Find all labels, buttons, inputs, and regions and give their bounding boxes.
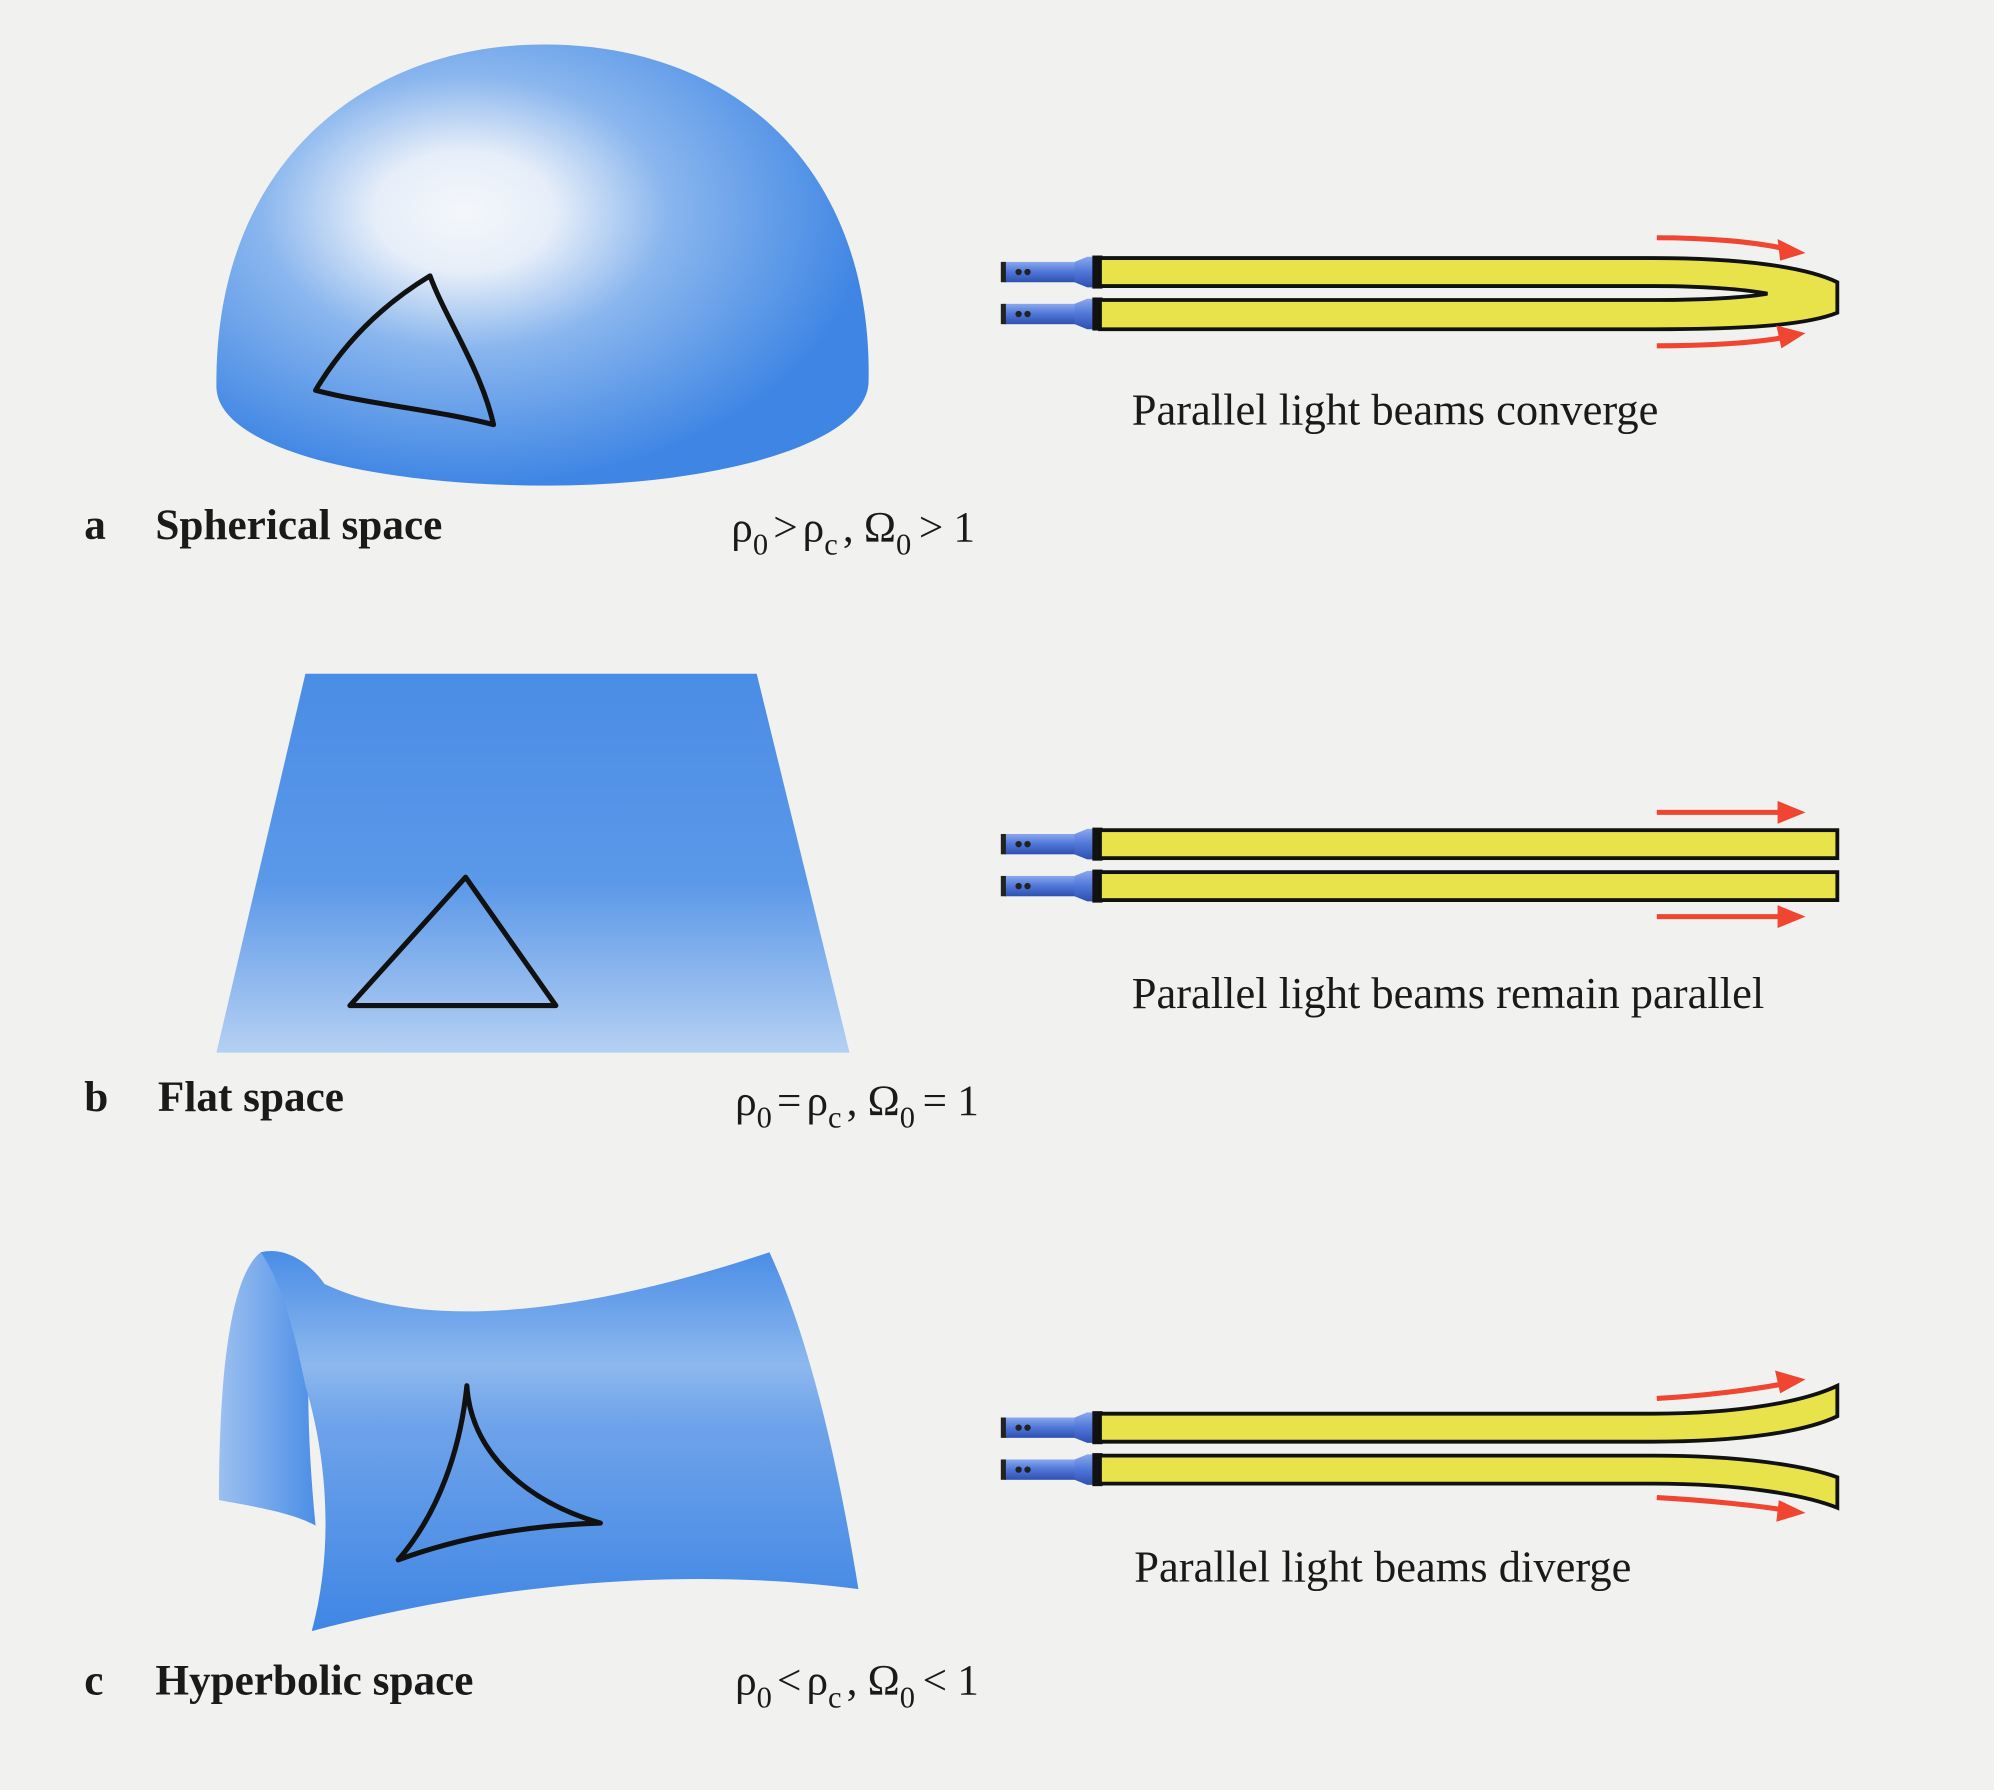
panel-hyperbolic: Parallel light beams diverge c Hyperboli… xyxy=(84,1250,1840,1715)
panel-title: Spherical space xyxy=(155,501,442,549)
flashlight-icon xyxy=(1000,827,1103,861)
arrowhead-icon xyxy=(1775,1370,1806,1394)
arrowhead-icon xyxy=(1777,239,1806,261)
flashlight-icon xyxy=(1000,1453,1103,1487)
panel-flat: Parallel light beams remain parallel b F… xyxy=(84,673,1840,1135)
panel-letter: b xyxy=(84,1073,108,1121)
panel-title: Flat space xyxy=(158,1073,344,1121)
flat-surface xyxy=(216,673,850,1053)
density-formula: ρ0<ρc,Ω0<1 xyxy=(735,1657,979,1715)
panel-title: Hyperbolic space xyxy=(155,1657,473,1705)
caption: Parallel light beams remain parallel xyxy=(1132,968,1764,1018)
arrow-icon xyxy=(1656,1380,1787,1401)
sphere-surface xyxy=(216,44,869,486)
light-beam-converging xyxy=(1098,256,1840,332)
panel-spherical: Parallel light beams converge a Spherica… xyxy=(84,44,1840,562)
arrow-icon xyxy=(1656,334,1787,349)
hyperbolic-triangle xyxy=(395,1383,603,1563)
spherical-triangle xyxy=(313,273,497,428)
arrowhead-icon xyxy=(1777,905,1806,929)
density-formula: ρ0>ρc,Ω0>1 xyxy=(731,504,975,562)
panel-letter: c xyxy=(84,1657,103,1705)
arrowhead-icon xyxy=(1776,1500,1806,1522)
light-beam xyxy=(1098,828,1840,861)
arrowhead-icon xyxy=(1776,325,1806,349)
light-beam-diverging xyxy=(1098,1453,1840,1511)
arrow-icon xyxy=(1656,235,1788,252)
caption: Parallel light beams converge xyxy=(1132,385,1659,435)
light-beam-diverging xyxy=(1098,1382,1840,1444)
arrow-icon xyxy=(1656,1495,1787,1513)
density-formula: ρ0=ρc,Ω0=1 xyxy=(735,1077,979,1135)
saddle-surface xyxy=(260,1250,859,1632)
caption: Parallel light beams diverge xyxy=(1134,1542,1631,1592)
panel-letter: a xyxy=(84,501,106,549)
flashlight-icon xyxy=(1000,869,1103,903)
flat-triangle xyxy=(347,874,559,1009)
arrowhead-icon xyxy=(1777,800,1806,824)
flashlight-icon xyxy=(1000,1411,1103,1445)
flashlight-icon xyxy=(1000,255,1103,289)
light-beam xyxy=(1098,870,1840,902)
flashlight-icon xyxy=(1000,297,1103,331)
